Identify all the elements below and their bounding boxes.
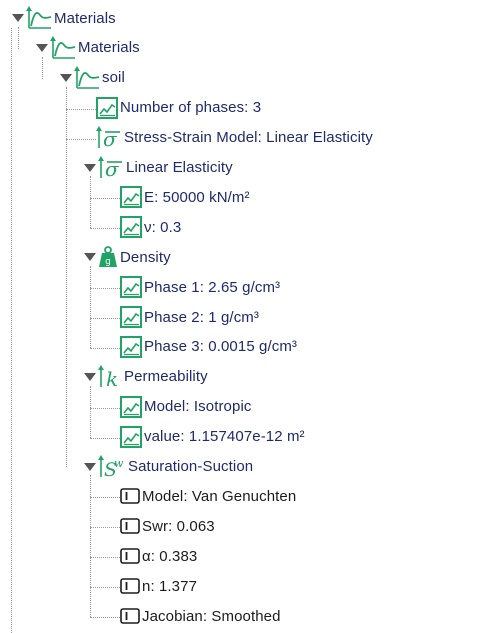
tree-node[interactable]: Model: Isotropic [120,393,251,421]
property-icon [120,517,140,535]
tree-node-label: Swr: 0.063 [142,517,215,535]
tree-node[interactable]: g Density [84,243,171,271]
chart-icon [120,306,142,328]
tree-node[interactable]: Materials [36,34,140,62]
tree-guide-line [90,587,120,589]
tree-node-label: Model: Van Genuchten [142,487,297,505]
tree-guide-line [90,497,120,499]
tree-node[interactable]: Phase 3: 0.0015 g/cm³ [120,333,297,361]
tree-node-label: Materials [54,9,116,27]
tree-guide-line [42,56,43,79]
property-icon [120,607,140,625]
tree-node[interactable]: Number of phases: 3 [96,94,261,122]
tree-guide-line [90,616,120,618]
tree-node-label: Density [120,248,171,266]
curve-icon [74,65,100,90]
tree-node-label: Materials [78,39,140,57]
property-icon [120,577,140,595]
tree-guide-line [66,108,96,110]
tree-node-label: Saturation-Suction [128,458,254,475]
tree-node-label: Model: Isotropic [144,398,252,416]
tree-guide-line [90,475,91,617]
collapse-triangle-icon[interactable] [12,12,24,24]
tree-node-label: ν: 0.3 [144,218,182,236]
collapse-triangle-icon[interactable] [84,461,96,473]
tree-node-label: Number of phases: 3 [120,99,262,117]
chart-icon [120,335,142,358]
tree-guide-line [11,28,12,633]
tree-node[interactable]: σ Stress-Strain Model: Linear Elasticity [96,124,373,152]
k-icon: k [98,364,122,389]
tree-node-label: Phase 3: 0.0015 g/cm³ [144,338,298,356]
sw-icon: S w [98,454,126,479]
tree-node[interactable]: E: 50000 kN/m² [120,183,250,211]
tree-guide-line [90,385,91,438]
svg-text:S: S [104,459,117,479]
tree-node[interactable]: value: 1.157407e-12 m² [120,423,305,451]
svg-text:σ: σ [103,127,118,150]
tree-guide-line [90,347,120,349]
tree-guide-line [90,527,120,529]
chart-icon [120,395,142,418]
chart-icon [96,96,118,119]
tree-guide-line [18,26,19,49]
svg-text:k: k [106,367,118,389]
tree-guide-line [90,317,120,319]
tree-node-label: soil [102,69,125,87]
tree-node[interactable]: σ Linear Elasticity [84,154,233,182]
tree-node-label: Jacobian: Smoothed [142,607,281,625]
tree-node[interactable]: soil [60,64,125,92]
collapse-triangle-icon[interactable] [36,42,48,54]
tree-node[interactable]: Materials [12,4,116,32]
tree-guide-line [90,557,120,559]
tree-node-label: value: 1.157407e-12 m² [144,428,305,446]
tree-guide-line [90,228,120,230]
tree-node-label: Phase 1: 2.65 g/cm³ [144,278,281,296]
svg-text:g: g [105,257,111,267]
tree-node-label: Linear Elasticity [126,159,233,176]
tree-node[interactable]: Model: Van Genuchten [120,482,296,510]
weight-icon: g [98,246,118,268]
tree-node[interactable]: Swr: 0.063 [120,512,215,540]
chart-icon [120,216,142,239]
tree-node[interactable]: ν: 0.3 [120,213,181,241]
tree-guide-line [66,138,96,140]
chart-icon [120,276,142,299]
tree-guide-line [66,86,67,468]
tree-node[interactable]: Phase 2: 1 g/cm³ [120,303,259,331]
tree-guide-line [90,437,120,439]
svg-text:σ: σ [105,157,120,180]
svg-text:w: w [114,457,124,470]
sigma-icon: σ [98,155,124,180]
property-icon [120,487,140,505]
chart-icon [120,186,142,209]
tree-node[interactable]: n: 1.377 [120,572,197,600]
tree-node-label: Permeability [124,368,208,386]
collapse-triangle-icon[interactable] [84,162,96,174]
tree-node-label: n: 1.377 [142,577,198,595]
tree-guide-line [90,176,91,229]
curve-icon [26,6,52,30]
tree-node[interactable]: S w Saturation-Suction [84,453,253,481]
tree-node-label: Stress-Strain Model: Linear Elasticity [124,129,373,147]
tree-node-label: E: 50000 kN/m² [144,188,250,206]
tree-guide-line [90,407,120,409]
sigma-icon: σ [96,125,122,150]
property-icon [120,547,140,565]
tree-node[interactable]: Phase 1: 2.65 g/cm³ [120,273,280,301]
collapse-triangle-icon[interactable] [60,72,72,84]
tree-node[interactable]: Jacobian: Smoothed [120,602,281,630]
tree-guide-line [90,266,91,348]
collapse-triangle-icon[interactable] [84,251,96,263]
tree-node-label: Phase 2: 1 g/cm³ [144,308,259,326]
collapse-triangle-icon[interactable] [84,371,96,383]
tree-guide-line [90,198,120,200]
tree-node[interactable]: α: 0.383 [120,542,197,570]
curve-icon [50,35,76,60]
tree-guide-line [90,288,120,290]
chart-icon [120,425,142,448]
tree-node[interactable]: k Permeability [84,363,208,391]
tree-node-label: α: 0.383 [142,547,198,565]
